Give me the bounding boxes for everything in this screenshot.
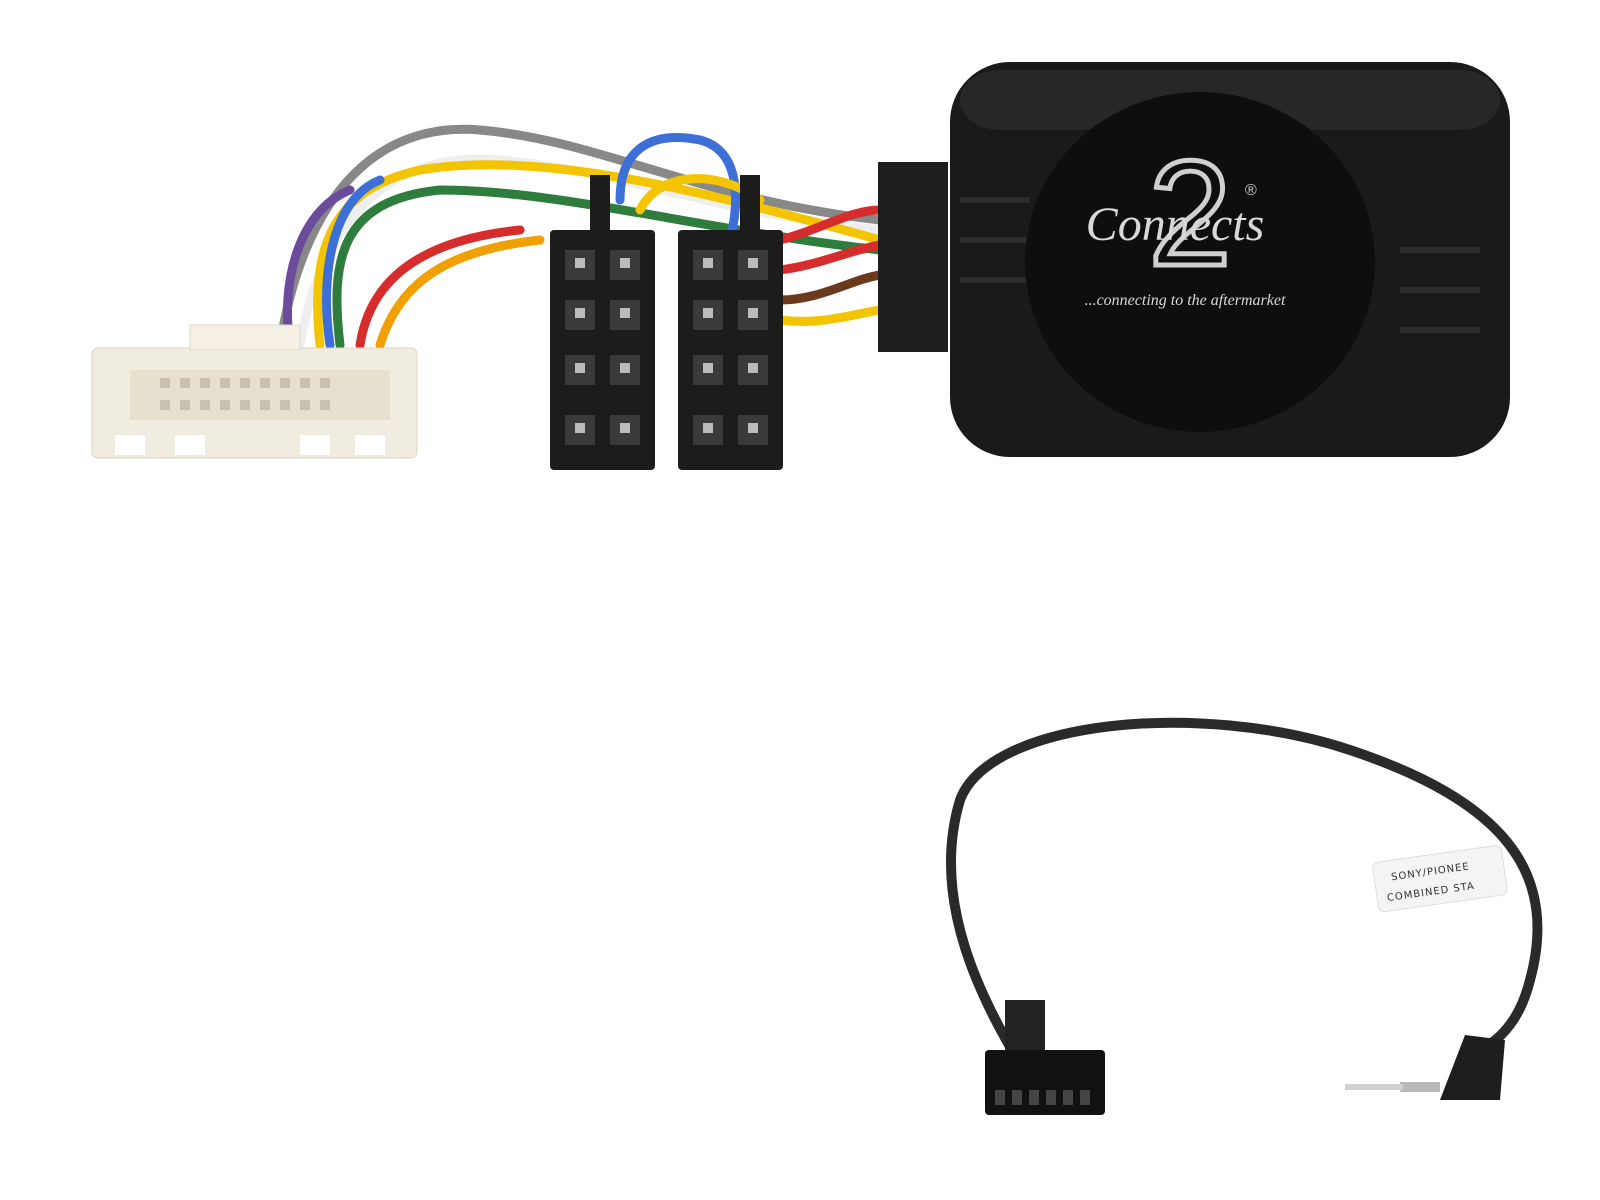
stalk-lead-cable: SONY/PIONEE COMBINED STA <box>945 717 1543 1115</box>
wire-bundle <box>275 124 885 350</box>
white-vehicle-connector <box>91 324 418 459</box>
cable-label: SONY/PIONEE COMBINED STA <box>1372 845 1508 913</box>
multi-pin-plug <box>985 1000 1105 1115</box>
registered-mark: ® <box>1245 182 1257 199</box>
control-module: 2 ® Connects ...connecting to the afterm… <box>878 62 1510 457</box>
logo-wordmark: Connects <box>1086 198 1265 251</box>
jack-plug <box>1345 1035 1505 1100</box>
logo-numeral: 2 <box>1148 129 1231 297</box>
iso-connector-block <box>550 175 783 470</box>
logo-tagline: ...connecting to the aftermarket <box>1085 292 1286 309</box>
